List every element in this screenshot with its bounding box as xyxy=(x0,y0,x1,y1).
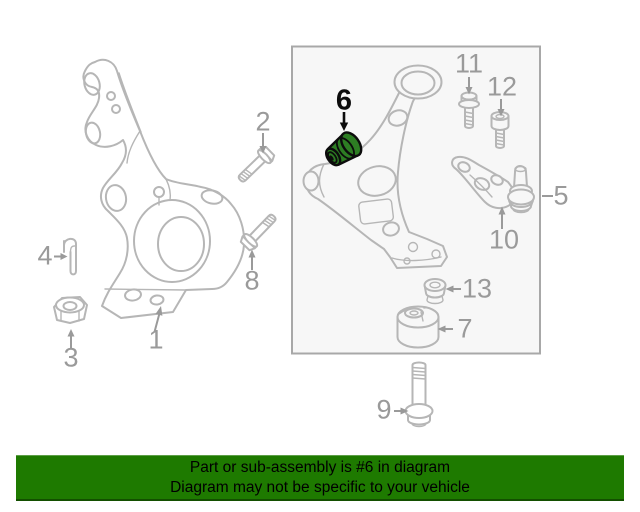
part-13-cap-nut xyxy=(423,278,447,305)
part-6-bushing-highlighted xyxy=(324,131,363,167)
part-11-bolt xyxy=(458,91,480,129)
callout-10-arrow xyxy=(498,206,506,229)
callout-5: 5 xyxy=(553,180,569,211)
notice-banner: Part or sub-assembly is #6 in diagram Di… xyxy=(16,455,624,501)
callout-11: 11 xyxy=(454,48,484,79)
callout-9: 9 xyxy=(376,394,392,425)
callout-3: 3 xyxy=(63,342,79,373)
callout-8-arrow xyxy=(248,249,256,270)
part-9-bolt xyxy=(404,361,434,428)
part-12-bolt xyxy=(490,111,510,149)
notice-line-1: Part or sub-assembly is #6 in diagram xyxy=(189,459,451,476)
callout-1: 1 xyxy=(148,324,164,355)
callout-4-arrow xyxy=(54,253,68,260)
part-1-steering-knuckle xyxy=(82,58,246,319)
callout-6-arrow xyxy=(339,112,349,131)
part-3-nut xyxy=(53,296,88,324)
part-10-ball-joint xyxy=(451,155,535,214)
part-5-control-arm-assembly xyxy=(302,64,448,269)
callout-12: 12 xyxy=(486,71,518,102)
callout-13-arrow xyxy=(445,285,461,293)
callout-13: 13 xyxy=(461,273,493,304)
callout-9-arrow xyxy=(394,407,409,415)
part-4-pin xyxy=(63,237,77,276)
callout-2: 2 xyxy=(255,106,271,137)
callout-8: 8 xyxy=(244,265,260,296)
callout-12-arrow xyxy=(497,99,505,117)
callout-2-arrow xyxy=(259,133,267,154)
callout-6-highlighted: 6 xyxy=(335,84,353,117)
callout-10: 10 xyxy=(488,224,520,255)
part-2-bolt xyxy=(237,145,276,183)
callout-3-arrow xyxy=(67,329,75,348)
part-7-bushing xyxy=(396,305,440,349)
callout-7-arrow xyxy=(437,325,453,333)
callout-7: 7 xyxy=(457,313,473,344)
part-8-bolt xyxy=(239,213,277,252)
callout-1-arrow xyxy=(153,306,163,333)
notice-line-2: Diagram may not be specific to your vehi… xyxy=(170,478,470,496)
callout-11-arrow xyxy=(465,77,473,95)
callout-4: 4 xyxy=(37,240,53,271)
